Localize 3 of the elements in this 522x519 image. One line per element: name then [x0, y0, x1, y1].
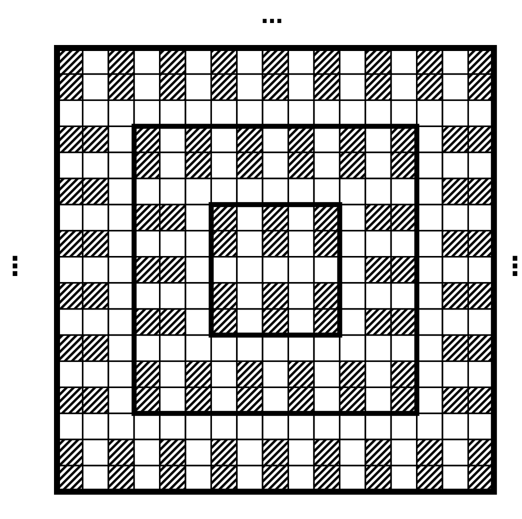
ellipsis-text: ⋮: [502, 254, 522, 280]
ellipsis-text: …: [261, 6, 283, 28]
ellipsis-text: ⋮: [2, 254, 28, 280]
